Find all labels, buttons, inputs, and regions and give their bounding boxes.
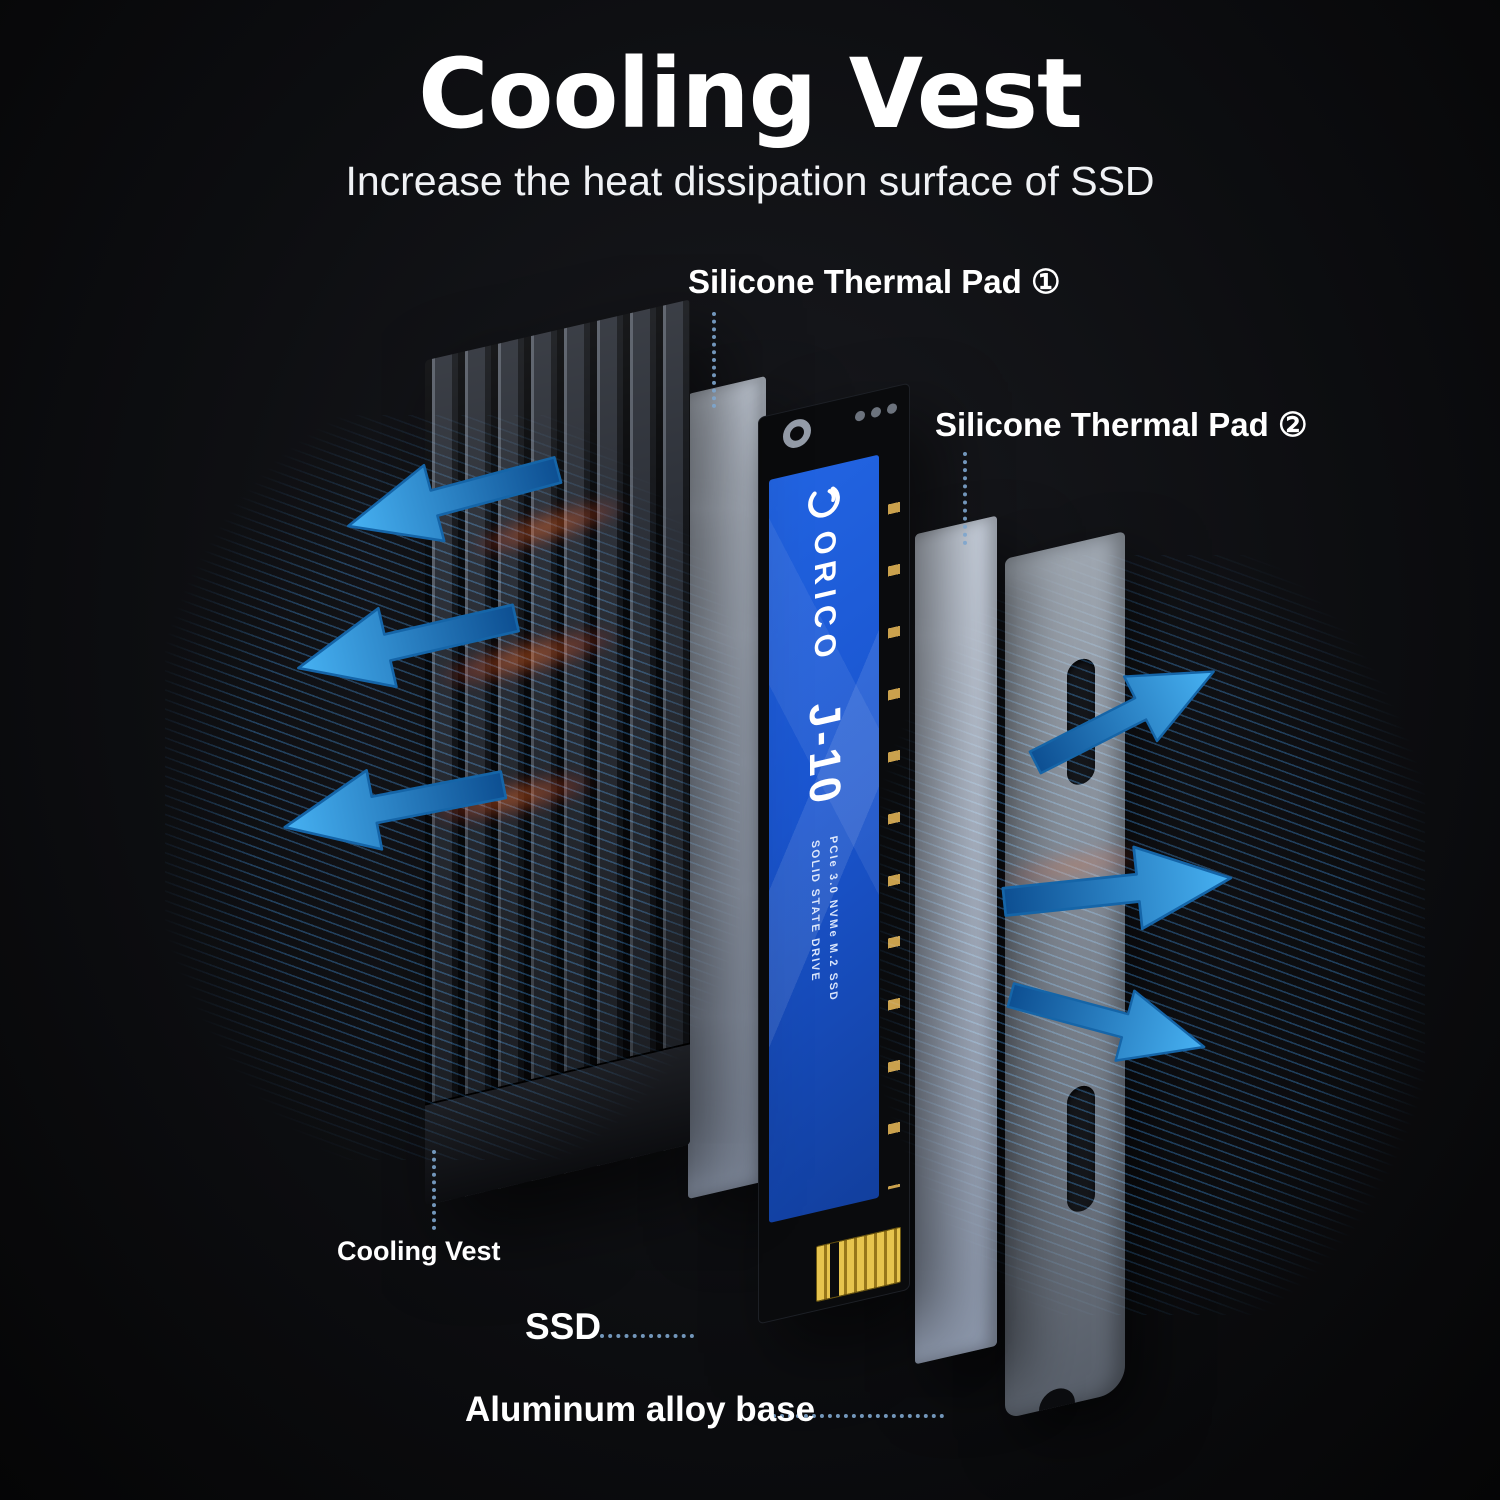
leader-line-pad-1 bbox=[712, 312, 716, 408]
page-subtitle: Increase the heat dissipation surface of… bbox=[345, 158, 1155, 204]
screw-notch bbox=[783, 416, 811, 451]
screw-holes bbox=[855, 402, 897, 423]
smd-components bbox=[888, 457, 900, 1190]
leader-line-ssd bbox=[600, 1334, 694, 1338]
silicone-thermal-pad-2 bbox=[915, 515, 997, 1365]
gold-connector bbox=[816, 1226, 901, 1303]
ssd-label: ORICO J-10 SOLID STATE DRIVE PCIe 3.0 NV… bbox=[769, 454, 879, 1224]
ssd-spec-line2: PCIe 3.0 NVMe M.2 SSD bbox=[827, 835, 839, 1004]
leader-line-base bbox=[772, 1414, 944, 1418]
airflow-arrow-left-icon bbox=[297, 603, 520, 689]
ssd-spec-texts: SOLID STATE DRIVE PCIe 3.0 NVMe M.2 SSD bbox=[809, 835, 839, 1007]
callout-cooling-vest: Cooling Vest bbox=[337, 1236, 501, 1266]
leader-line-cooling-vest bbox=[432, 1150, 436, 1230]
airflow-arrow-right-icon bbox=[1001, 845, 1233, 931]
ssd-model-text: J-10 bbox=[800, 696, 849, 813]
connector-notch bbox=[830, 1241, 840, 1298]
page-title: Cooling Vest bbox=[418, 38, 1083, 150]
orico-logo-icon bbox=[808, 484, 840, 518]
ssd-brand-text: ORICO bbox=[808, 527, 841, 669]
airflow-arrow-left-icon bbox=[283, 769, 508, 851]
callout-aluminum-base: Aluminum alloy base bbox=[465, 1390, 816, 1429]
airflow-arrow-right-icon bbox=[1006, 982, 1206, 1062]
airflow-arrow-right-icon bbox=[1028, 670, 1215, 775]
callout-silicone-thermal-pad-1: Silicone Thermal Pad ① bbox=[688, 263, 1061, 300]
silicone-thermal-pad-1 bbox=[688, 375, 766, 1200]
callout-silicone-thermal-pad-2: Silicone Thermal Pad ② bbox=[935, 406, 1308, 443]
base-screw-notch bbox=[1038, 1384, 1075, 1412]
callout-ssd: SSD bbox=[525, 1306, 602, 1347]
ssd-spec-line1: SOLID STATE DRIVE bbox=[809, 839, 821, 984]
airflow-arrow-left-icon bbox=[346, 456, 563, 543]
leader-line-pad-2 bbox=[963, 452, 967, 545]
base-cutout-slot bbox=[1067, 1083, 1095, 1215]
ssd-card: ORICO J-10 SOLID STATE DRIVE PCIe 3.0 NV… bbox=[758, 382, 910, 1325]
